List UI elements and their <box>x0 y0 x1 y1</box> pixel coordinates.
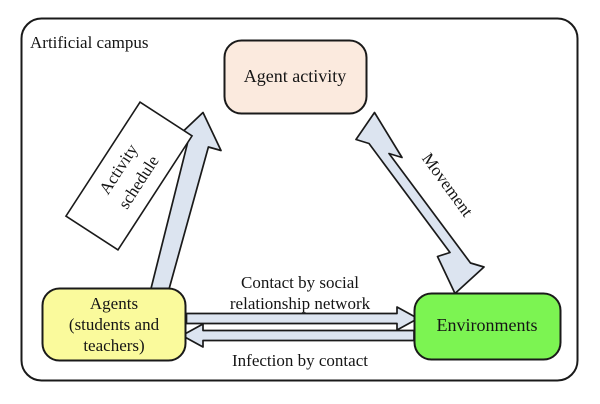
artificial-campus-title: Artificial campus <box>30 33 149 52</box>
agents-label-line1: Agents <box>90 294 138 313</box>
node-environments[interactable]: Environments <box>413 292 562 361</box>
contact-label-line1: Contact by social <box>241 273 359 292</box>
node-agent-activity[interactable]: Agent activity <box>223 39 368 115</box>
contact-label-line2: relationship network <box>230 294 371 313</box>
infection-label: Infection by contact <box>232 351 368 370</box>
agents-label-line3: teachers) <box>83 336 144 355</box>
environments-label: Environments <box>437 315 538 335</box>
environments-box[interactable] <box>413 292 562 361</box>
arrow-agents-to-environments <box>185 306 419 331</box>
agent-activity-box[interactable] <box>223 39 368 115</box>
agents-label-line2: (students and <box>69 315 160 334</box>
activity-schedule-box <box>64 100 194 252</box>
edge-agents-to-environments <box>185 306 419 331</box>
arrow-environments-to-agents <box>181 323 415 348</box>
node-agents[interactable]: Agents (students and teachers) <box>41 287 187 362</box>
agent-activity-label: Agent activity <box>244 66 346 86</box>
agents-box[interactable] <box>41 287 187 362</box>
edge-environments-to-agents <box>181 323 415 348</box>
